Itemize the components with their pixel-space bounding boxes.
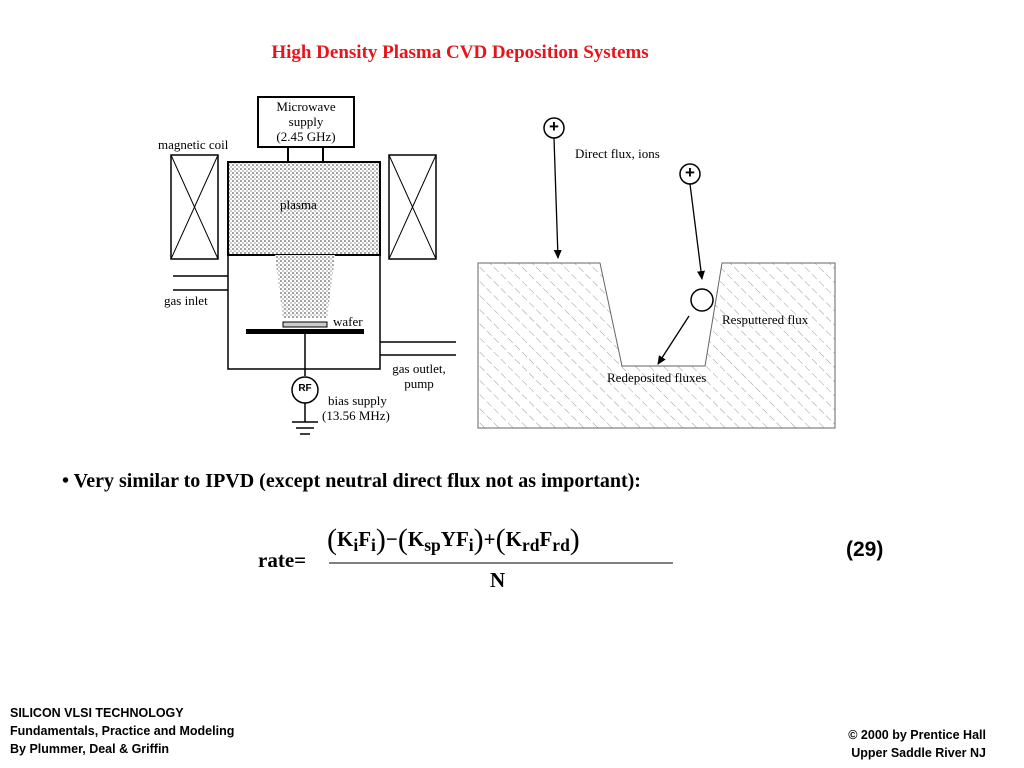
trench-diagram	[477, 117, 836, 429]
microwave-line-3: (2.45 GHz)	[276, 129, 336, 144]
direct-flux-label: Direct flux, ions	[575, 146, 660, 161]
plasma-label: plasma	[280, 197, 317, 212]
equation-numerator: (KiFi)−(KspYFi)+(KrdFrd)	[327, 523, 580, 556]
K-sp-symbol: K	[407, 527, 425, 551]
footer-left: SILICON VLSI TECHNOLOGY Fundamentals, Pr…	[10, 704, 234, 758]
footer-left-line-2: Fundamentals, Practice and Modeling	[10, 724, 235, 738]
rate-symbol: rate	[258, 548, 295, 572]
page-title: High Density Plasma CVD Deposition Syste…	[271, 42, 649, 63]
footer-right-line-1: © 2000 by Prentice Hall	[848, 728, 986, 742]
gas-inlet-label: gas inlet	[164, 293, 208, 308]
microwave-supply-label: Microwave supply (2.45 GHz)	[258, 99, 354, 144]
bias-line-1: bias supply	[328, 393, 387, 408]
plasma-reactor	[170, 96, 456, 435]
gas-outlet-line-1: gas outlet,	[392, 361, 446, 376]
equation-lhs: rate=	[258, 548, 306, 573]
plus-symbol: +	[483, 527, 496, 551]
wafer-label: wafer	[333, 314, 363, 329]
bias-line-2: (13.56 MHz)	[322, 408, 390, 423]
ion-plus-1: +	[549, 117, 559, 136]
gas-outlet-label: gas outlet, pump	[380, 361, 458, 391]
bullet-text: • Very similar to IPVD (except neutral d…	[62, 470, 641, 492]
wafer	[282, 321, 328, 328]
resputtered-flux-label: Resputtered flux	[722, 312, 809, 327]
footer-right-line-2: Upper Saddle River NJ	[851, 746, 986, 760]
microwave-line-2: supply	[288, 114, 324, 129]
ion-plus-2: +	[685, 163, 695, 182]
redeposited-flux-label: Redeposited fluxes	[607, 370, 707, 385]
magnetic-coil-label: magnetic coil	[158, 137, 229, 152]
wafer-chuck	[246, 329, 364, 334]
equation-denominator: N	[490, 568, 506, 592]
minus-symbol: −	[385, 527, 398, 551]
rf-label: RF	[298, 383, 312, 394]
equals-symbol: =	[294, 548, 307, 572]
footer-right: © 2000 by Prentice Hall Upper Saddle Riv…	[848, 726, 986, 762]
K-rd-symbol: K	[505, 527, 522, 551]
footer-left-line-1: SILICON VLSI TECHNOLOGY	[10, 706, 184, 720]
K-i-symbol: K	[337, 527, 354, 551]
microwave-line-1: Microwave	[276, 99, 336, 114]
bias-supply-label: bias supply (13.56 MHz)	[322, 393, 390, 423]
magnetic-coil-left	[170, 154, 219, 260]
trench-substrate	[477, 262, 836, 429]
microwave-supply-box	[257, 96, 355, 148]
gas-outlet-line-2: pump	[404, 376, 434, 391]
equation-number: (29)	[846, 538, 884, 561]
resputtered-particle-icon	[690, 288, 714, 312]
plasma-stream	[275, 255, 335, 318]
footer-left-line-3: By Plummer, Deal & Griffin	[10, 742, 170, 756]
magnetic-coil-right	[388, 154, 437, 260]
